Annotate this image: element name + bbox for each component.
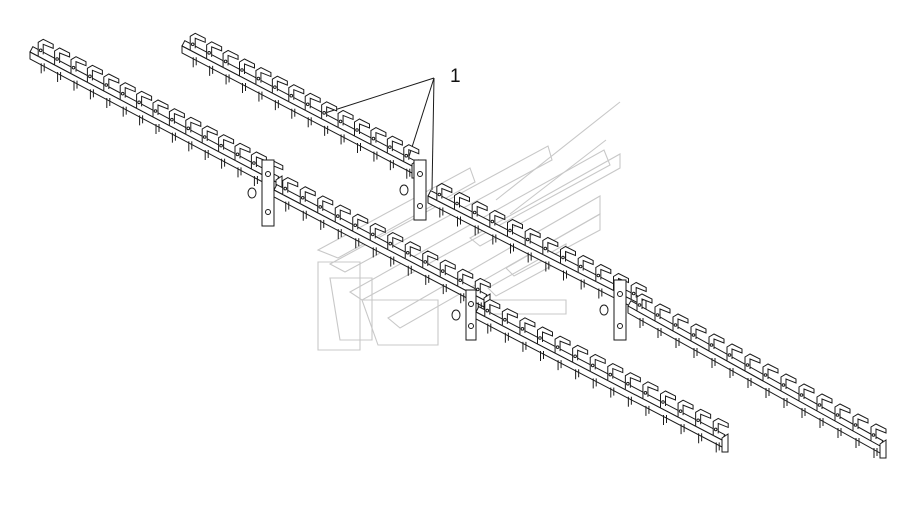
harrow-bar bbox=[181, 32, 420, 179]
harrow-bar-assembly bbox=[29, 32, 887, 459]
mounting-plate bbox=[599, 279, 627, 341]
mounting-plate bbox=[247, 159, 275, 227]
harrow-bar bbox=[273, 177, 491, 313]
mounting-plate bbox=[399, 159, 427, 221]
harrow-bar bbox=[627, 293, 887, 459]
mounting-plate bbox=[451, 289, 477, 341]
harrow-bar bbox=[475, 299, 729, 453]
callout-label: 1 bbox=[450, 66, 461, 87]
callout-leaders bbox=[321, 77, 435, 191]
harrow-bar bbox=[427, 182, 647, 317]
